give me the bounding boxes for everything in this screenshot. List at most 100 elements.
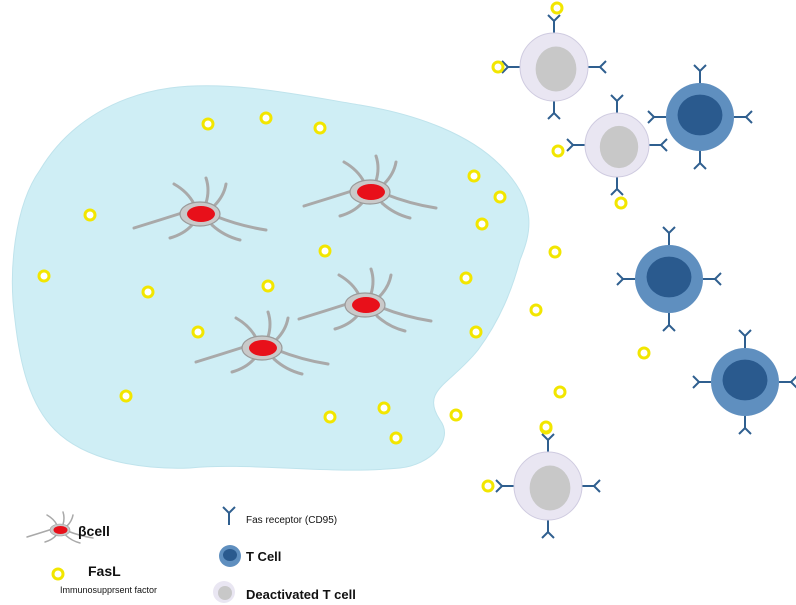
receptor-fork bbox=[662, 226, 676, 235]
fas-receptor-icon bbox=[566, 138, 585, 152]
receptor-fork bbox=[616, 272, 625, 286]
legend-t-cell-icon bbox=[219, 545, 241, 567]
receptor-fork bbox=[744, 110, 753, 124]
receptor-fork bbox=[692, 375, 701, 389]
beta-cell-process bbox=[234, 316, 258, 340]
receptor-fork bbox=[541, 433, 555, 442]
bound-fasl bbox=[614, 196, 628, 210]
beta-cell-process bbox=[266, 310, 272, 339]
fas-receptor-icon bbox=[501, 60, 520, 74]
beta-cells bbox=[132, 154, 438, 376]
t-cell bbox=[647, 64, 753, 170]
fas-receptor-icon bbox=[734, 110, 753, 124]
fasl-particle bbox=[37, 269, 51, 283]
fas-receptor-icon bbox=[541, 520, 555, 539]
beta-cell-process bbox=[210, 223, 242, 242]
t-cell-nucleus bbox=[677, 94, 723, 136]
bound-fasl bbox=[481, 479, 495, 493]
beta-cell-process bbox=[342, 160, 366, 184]
bound-fasl bbox=[550, 1, 564, 15]
fas-receptor-icon bbox=[693, 64, 707, 83]
fasl-particle bbox=[389, 431, 403, 445]
receptor-fork bbox=[738, 426, 752, 435]
fasl-particle bbox=[553, 385, 567, 399]
fas-receptor-icon bbox=[588, 60, 607, 74]
fasl-particle bbox=[191, 325, 205, 339]
fas-receptor-icon bbox=[738, 416, 752, 435]
receptor-fork bbox=[789, 375, 796, 389]
legend-beta-cell-icon bbox=[26, 511, 94, 544]
receptor-fork bbox=[541, 530, 555, 539]
receptor-fork bbox=[610, 187, 624, 196]
t-cell bbox=[692, 329, 796, 435]
fasl-particle bbox=[261, 279, 275, 293]
beta-cell-process bbox=[272, 357, 304, 376]
deactivated-t-cell-nucleus bbox=[529, 465, 571, 511]
fas-receptor-icon bbox=[692, 375, 711, 389]
fas-receptor-icon bbox=[662, 226, 676, 245]
beta-cell-process bbox=[369, 267, 375, 296]
beta-cell-process bbox=[65, 534, 81, 544]
receptor-fork bbox=[501, 60, 510, 74]
fas-receptor-icon bbox=[547, 14, 561, 33]
fasl-particle bbox=[318, 244, 332, 258]
beta-cell bbox=[297, 267, 433, 333]
beta-cell-process bbox=[62, 511, 65, 526]
t-cell-nucleus bbox=[646, 256, 692, 298]
beta-cell-process bbox=[274, 316, 290, 342]
fas-receptor-icon bbox=[222, 506, 236, 525]
beta-cell-process bbox=[44, 534, 57, 543]
beta-cell bbox=[132, 176, 268, 242]
beta-cell-process bbox=[377, 273, 393, 299]
beta-cell-process bbox=[46, 514, 58, 526]
beta-cell-process bbox=[26, 528, 54, 538]
receptor-fork bbox=[592, 479, 601, 493]
beta-cell-process bbox=[204, 176, 210, 205]
beta-cell-nucleus bbox=[357, 184, 385, 200]
receptor-fork bbox=[713, 272, 722, 286]
beta-cell-process bbox=[168, 223, 194, 240]
fasl-particle bbox=[469, 325, 483, 339]
receptor-fork bbox=[659, 138, 668, 152]
deactivated-t-cell bbox=[495, 433, 601, 539]
deactivated-t-cell bbox=[566, 94, 668, 196]
fasl-particle bbox=[313, 121, 327, 135]
deactivated-t-cell bbox=[501, 14, 607, 120]
t-cell-nucleus bbox=[722, 359, 768, 401]
fas-receptor-icon bbox=[647, 110, 666, 124]
receptor-fork bbox=[693, 161, 707, 170]
fas-receptor-icon bbox=[616, 272, 635, 286]
beta-cell-process bbox=[382, 160, 398, 186]
beta-cell-process bbox=[380, 201, 412, 220]
receptor-fork bbox=[547, 14, 561, 23]
islet-tissue bbox=[11, 85, 530, 471]
receptor-fork bbox=[610, 94, 624, 103]
receptor-fork bbox=[598, 60, 607, 74]
fasl-particle bbox=[83, 208, 97, 222]
beta-cell-process bbox=[230, 357, 256, 374]
legend-icons bbox=[26, 506, 241, 603]
deactivated-t-cell-nucleus bbox=[599, 125, 639, 169]
receptor-fork bbox=[566, 138, 575, 152]
receptor-fork bbox=[547, 111, 561, 120]
beta-cell-nucleus bbox=[249, 340, 277, 356]
legend-fasl-label: FasL bbox=[88, 563, 121, 579]
legend-deactivated-t-cell-label: Deactivated T cell bbox=[246, 587, 356, 602]
receptor-fork bbox=[222, 506, 236, 515]
beta-cell bbox=[302, 154, 438, 220]
fas-receptor-icon bbox=[738, 329, 752, 348]
fas-receptor-icon bbox=[541, 433, 555, 452]
fas-receptor-icon bbox=[662, 313, 676, 332]
beta-cell-process bbox=[66, 514, 74, 527]
fasl-particle bbox=[637, 346, 651, 360]
legend-fas-receptor-label: Fas receptor (CD95) bbox=[246, 515, 338, 526]
fas-receptor-icon bbox=[610, 94, 624, 113]
legend-deactivated-t-cell-icon bbox=[213, 581, 235, 603]
beta-cell-nucleus bbox=[53, 526, 68, 534]
fasl-particle bbox=[459, 271, 473, 285]
islet-region bbox=[11, 85, 530, 471]
bound-fasl bbox=[539, 420, 553, 434]
receptor-fork bbox=[693, 64, 707, 73]
legend-immunosuppressant-label: Immunosupprsent factor bbox=[60, 585, 158, 595]
